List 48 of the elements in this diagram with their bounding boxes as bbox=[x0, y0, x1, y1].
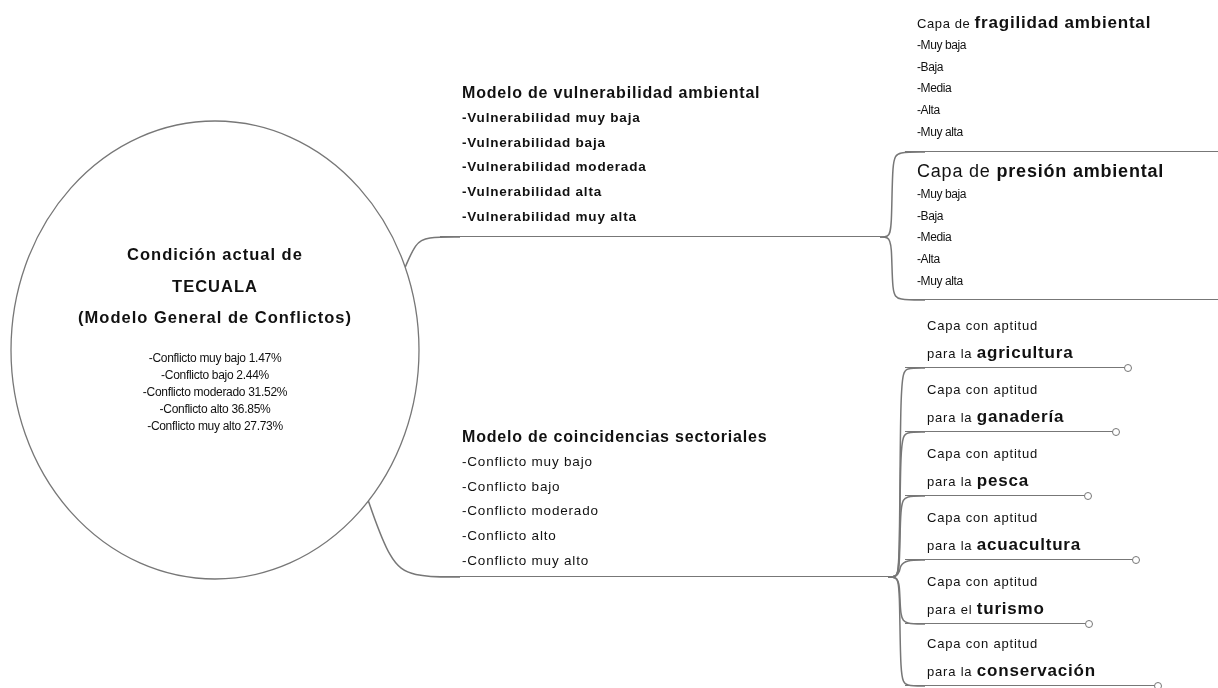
list-item: -Conflicto bajo bbox=[462, 477, 562, 496]
list-item: -Conflicto moderado bbox=[462, 502, 600, 521]
layer-name: para la agricultura bbox=[927, 342, 1075, 364]
list-item: -Vulnerabilidad baja bbox=[462, 133, 607, 152]
list-item: -Baja bbox=[917, 58, 945, 76]
list-item: -Conflicto alto bbox=[462, 527, 558, 546]
list-item: -Muy baja bbox=[917, 37, 968, 54]
list-item: -Vulnerabilidad muy alta bbox=[462, 207, 638, 226]
list-item: -Alta bbox=[917, 102, 941, 120]
connector-line bbox=[879, 236, 926, 301]
list-item: -Vulnerabilidad muy baja bbox=[462, 109, 642, 127]
layer-name: para la conservación bbox=[927, 660, 1097, 682]
list-item: -Media bbox=[917, 80, 953, 98]
layer-label: Capa con aptitud bbox=[927, 573, 1040, 591]
list-item: -Conflicto muy alto bbox=[462, 551, 590, 570]
list-item: -Conflicto bajo 2.44% bbox=[160, 367, 270, 384]
topic-heading: Modelo de coincidencias sectoriales bbox=[462, 427, 769, 447]
layer-label: Capa con aptitud bbox=[927, 381, 1040, 399]
layer-name: para la ganadería bbox=[927, 406, 1066, 428]
list-item: -Conflicto muy bajo bbox=[462, 453, 594, 471]
list-item: -Muy alta bbox=[917, 272, 964, 290]
list-item: -Conflicto muy bajo 1.47% bbox=[147, 350, 283, 367]
topic-heading: Capa de presión ambiental bbox=[917, 160, 1166, 183]
layer-name: para el turismo bbox=[927, 598, 1046, 620]
list-item: -Conflicto moderado 31.52% bbox=[141, 384, 289, 401]
layer-label: Capa con aptitud bbox=[927, 317, 1040, 335]
layer-label: Capa con aptitud bbox=[927, 445, 1040, 463]
topic-heading: Capa de fragilidad ambiental bbox=[917, 12, 1153, 34]
list-item: -Baja bbox=[917, 207, 945, 225]
node-title: Condición actual de TECUALA bbox=[126, 244, 304, 297]
list-item: -Conflicto muy alto 27.73% bbox=[146, 418, 284, 435]
ellipse-node bbox=[10, 120, 420, 580]
list-item: -Muy alta bbox=[917, 123, 964, 141]
layer-label: Capa con aptitud bbox=[927, 509, 1040, 527]
list-item: -Alta bbox=[917, 251, 941, 269]
list-item: -Conflicto alto 36.85% bbox=[158, 401, 272, 418]
list-item: -Muy baja bbox=[917, 186, 968, 203]
connector-line bbox=[887, 576, 926, 687]
list-item: -Vulnerabilidad alta bbox=[462, 183, 604, 202]
list-item: -Vulnerabilidad moderada bbox=[462, 158, 648, 177]
node-subtitle: (Modelo General de Conflictos) bbox=[77, 307, 353, 328]
layer-name: para la pesca bbox=[927, 470, 1030, 492]
connector-line bbox=[404, 236, 461, 268]
layer-label: Capa con aptitud bbox=[927, 635, 1040, 653]
connector-line bbox=[367, 500, 461, 578]
list-item: -Media bbox=[917, 229, 953, 247]
topic-heading: Modelo de vulnerabilidad ambiental bbox=[462, 83, 762, 103]
layer-name: para la acuacultura bbox=[927, 534, 1082, 556]
